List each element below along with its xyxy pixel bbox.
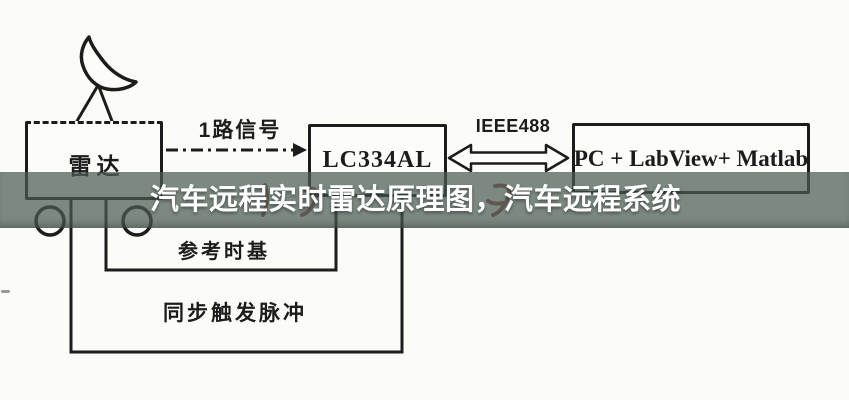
right-arrow-icon [293,143,307,157]
signal-label: 1路信号 [198,119,282,142]
sync-trigger-label: 同步触发脉冲 [163,302,307,325]
sync-trigger-connector [69,196,404,354]
ref-timebase-label: 参考时基 [178,241,270,263]
ieee488-double-arrow-icon [447,143,570,173]
pc-label: PC + LabView+ Matlab [573,145,809,171]
title-banner: 汽车远程实时雷达原理图，汽车远程系统 [0,172,849,228]
scan-artifact-dash [1,290,10,293]
digitizer-label: LC334AL [322,147,433,173]
signal-arrow [166,143,307,157]
ref-timebase-connector [104,196,338,272]
banner-title: 汽车远程实时雷达原理图，汽车远程系统 [150,184,682,216]
bus-label: IEEE488 [475,116,551,136]
radar-dish-icon [75,35,138,123]
